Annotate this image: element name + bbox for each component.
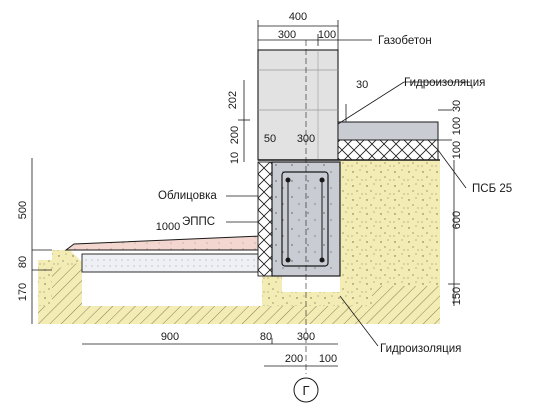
dim-80-bottom: 80 [260, 331, 272, 343]
dim-30: 30 [356, 79, 368, 91]
dim-80: 80 [17, 256, 29, 268]
dim-400: 400 [289, 11, 307, 23]
epps-insulation [81, 253, 263, 273]
label-psb: ПСБ 25 [472, 183, 512, 195]
leader-lines [226, 39, 470, 347]
axis-label: Г [302, 383, 309, 398]
dim-100-bottom: 100 [319, 353, 337, 365]
floor-screed [337, 121, 439, 141]
axis-marker: Г [293, 40, 319, 403]
dim-50: 50 [264, 133, 276, 145]
soil-backfill [38, 160, 440, 324]
dim-200-bottom: 200 [285, 353, 303, 365]
psb-insulation [337, 139, 439, 161]
dim-200-left: 200 [229, 126, 241, 144]
aerated-concrete-wall [257, 49, 339, 161]
facing-layer [257, 161, 273, 277]
dim-300-top: 300 [278, 29, 296, 41]
dim-300-bottom: 300 [297, 331, 315, 343]
dim-600: 600 [451, 211, 463, 229]
label-gazobeton: Газобетон [378, 35, 432, 47]
dim-100-right-b: 100 [451, 141, 463, 159]
dim-100-right-a: 100 [451, 117, 463, 135]
label-gidro-top: Гидроизоляция [404, 77, 485, 89]
dim-900: 900 [161, 331, 179, 343]
label-oblitsovka: Облицовка [158, 190, 217, 202]
dim-100-top: 100 [318, 29, 336, 41]
dim-300-mid: 300 [297, 133, 315, 145]
dim-10: 10 [229, 152, 241, 164]
label-epps: ЭППС [182, 216, 215, 228]
dim-30-right: 30 [451, 100, 463, 112]
dim-150: 150 [451, 287, 463, 305]
dim-500: 500 [17, 201, 29, 219]
dim-170: 170 [17, 283, 29, 301]
paving-slab [64, 235, 263, 251]
dim-1000: 1000 [156, 221, 180, 233]
dim-202: 202 [227, 91, 239, 109]
label-gidro-bottom: Гидроизоляция [380, 343, 461, 355]
